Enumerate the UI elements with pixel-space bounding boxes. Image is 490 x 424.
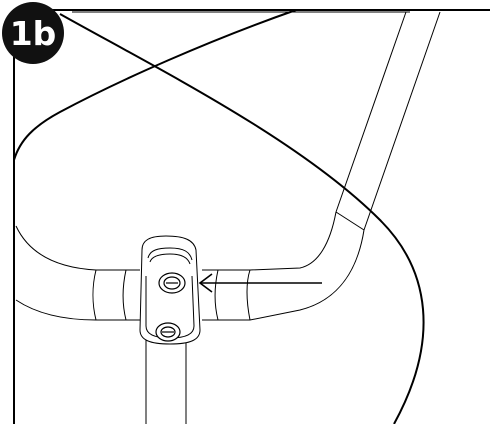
handlebar-tube: [15, 211, 365, 321]
callout-curves: [13, 9, 425, 424]
step-badge: 1b: [2, 2, 64, 64]
hex-bolt-icon: [155, 322, 181, 342]
stem-tube: [145, 340, 187, 424]
step-label: 1b: [10, 14, 57, 53]
hex-bolt-icon: [158, 272, 186, 294]
handlebar-uprights: [72, 11, 441, 231]
arrow-left-icon: [198, 273, 322, 293]
frame: [13, 9, 490, 424]
